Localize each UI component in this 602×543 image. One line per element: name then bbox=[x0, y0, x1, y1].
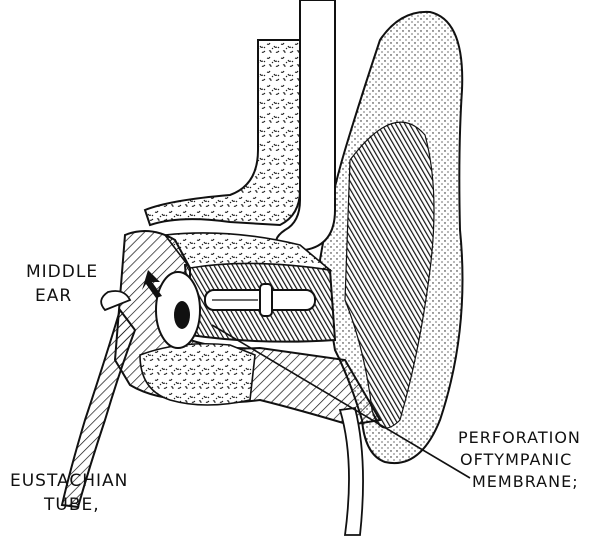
cranial-bone bbox=[145, 40, 300, 225]
neck-line bbox=[340, 408, 363, 535]
middle-ear-label-line1: MIDDLE bbox=[26, 262, 98, 282]
eustachian-tube-label-line1: EUSTACHIAN bbox=[10, 471, 128, 491]
ossicle bbox=[174, 301, 190, 329]
perforation-label-line3: MEMBRANE; bbox=[472, 472, 579, 492]
speculum-band bbox=[260, 284, 272, 316]
perforation-label-line1: PERFORATION bbox=[458, 428, 581, 448]
middle-ear-label-line2: EAR bbox=[35, 286, 72, 306]
perforation-label-line2: OFTYMPANIC bbox=[460, 450, 572, 470]
eustachian-tube-label-line2: TUBE, bbox=[44, 495, 100, 515]
